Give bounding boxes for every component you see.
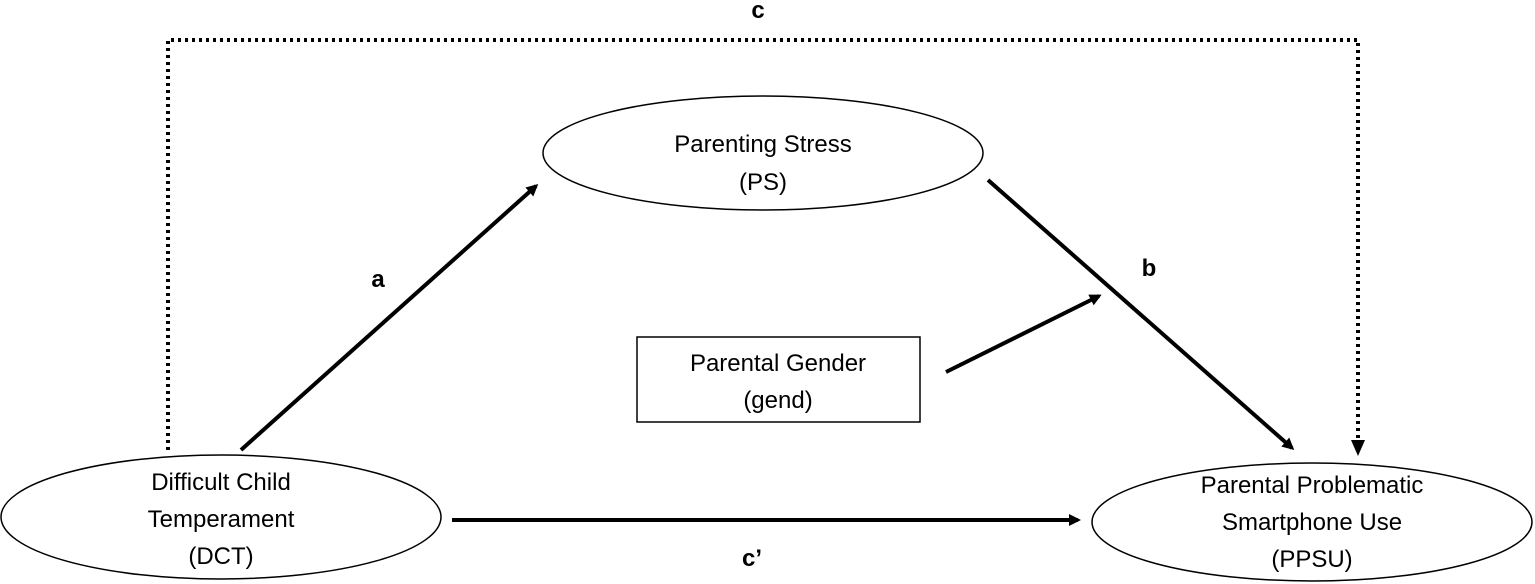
node-parenting-stress: Parenting Stress (PS) <box>542 95 984 211</box>
gender-label: Parental Gender <box>690 350 866 377</box>
path-c-prime-label: c’ <box>742 545 762 572</box>
dct-label-line1: Difficult Child <box>151 469 291 496</box>
ppsu-label-line2: Smartphone Use <box>1222 509 1402 536</box>
parenting-stress-abbrev: (PS) <box>739 169 787 196</box>
parenting-stress-label: Parenting Stress <box>674 131 851 158</box>
node-difficult-child-temperament: Difficult Child Temperament (DCT) <box>0 454 442 580</box>
path-b-arrow <box>986 178 1295 450</box>
dct-abbrev: (DCT) <box>188 543 253 570</box>
path-a-label: a <box>371 266 385 293</box>
ppsu-abbrev: (PPSU) <box>1271 546 1352 573</box>
dct-label-line2: Temperament <box>148 506 295 533</box>
node-parental-gender: Parental Gender (gend) <box>636 336 921 423</box>
path-b-label: b <box>1142 255 1157 282</box>
node-parental-problematic-smartphone-use: Parental Problematic Smartphone Use (PPS… <box>1091 462 1533 582</box>
path-c-arrowhead <box>1351 440 1365 456</box>
path-a-arrow <box>239 183 539 452</box>
ppsu-label-line1: Parental Problematic <box>1201 472 1424 499</box>
path-c-arrow <box>166 38 1360 450</box>
moderator-arrow <box>945 294 1102 374</box>
path-c-label: c <box>751 0 764 24</box>
gender-abbrev: (gend) <box>743 387 812 414</box>
